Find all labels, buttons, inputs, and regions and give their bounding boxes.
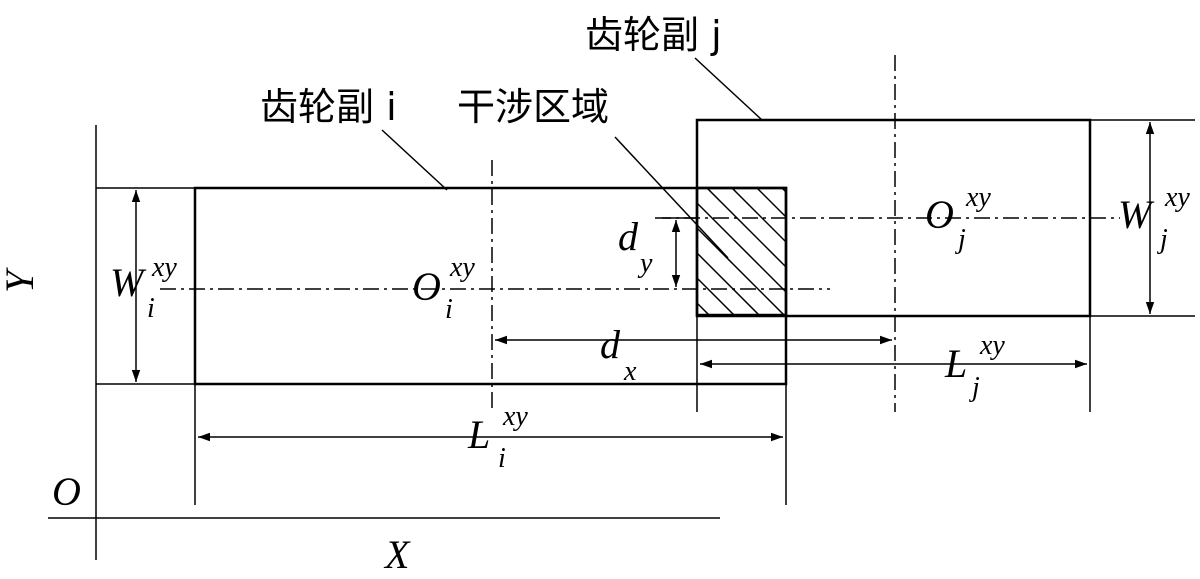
svg-text:xy: xy xyxy=(965,182,991,213)
length-j-symbol: L j xy xyxy=(944,330,1005,403)
svg-text:d: d xyxy=(618,214,639,259)
svg-text:y: y xyxy=(637,248,653,279)
length-i-symbol: L i xy xyxy=(467,401,528,474)
interference-zone-hatch xyxy=(697,188,786,315)
center-j-symbol: O j xy xyxy=(925,182,991,255)
svg-text:xy: xy xyxy=(979,330,1005,361)
svg-text:j: j xyxy=(969,372,980,403)
svg-text:L: L xyxy=(467,412,490,457)
gear-pair-j-leader xyxy=(694,57,763,121)
svg-text:j: j xyxy=(1157,224,1168,255)
svg-text:i: i xyxy=(147,293,155,324)
y-axis-label: Y xyxy=(0,267,42,293)
svg-text:i: i xyxy=(498,443,506,474)
svg-text:xy: xy xyxy=(1164,182,1190,213)
gear-pair-i-label: 齿轮副 i xyxy=(260,85,397,129)
svg-text:j: j xyxy=(955,224,966,255)
svg-text:W: W xyxy=(110,260,147,305)
svg-text:x: x xyxy=(623,356,637,387)
svg-text:L: L xyxy=(944,341,967,386)
gear-pair-i-leader xyxy=(381,129,448,191)
interference-zone-label: 干涉区域 xyxy=(457,85,609,129)
x-axis-label: X xyxy=(383,532,411,577)
svg-text:xy: xy xyxy=(151,252,177,283)
svg-text:O: O xyxy=(925,192,954,237)
svg-text:xy: xy xyxy=(449,252,475,283)
svg-text:xy: xy xyxy=(502,401,528,432)
origin-label: O xyxy=(52,469,81,514)
interference-zone-outline xyxy=(695,186,788,317)
width-i-symbol: W i xy xyxy=(110,252,177,324)
center-i-symbol: O i xy xyxy=(412,252,475,325)
svg-text:W: W xyxy=(1118,192,1155,237)
svg-text:i: i xyxy=(445,294,453,325)
gear-pair-j-label: 齿轮副 j xyxy=(585,13,722,57)
width-j-symbol: W j xy xyxy=(1118,182,1190,255)
svg-text:O: O xyxy=(412,264,441,309)
dy-symbol: d y xyxy=(618,214,653,279)
svg-text:d: d xyxy=(600,322,621,367)
interference-zone-leader xyxy=(614,136,729,259)
dx-symbol: d x xyxy=(600,322,637,387)
